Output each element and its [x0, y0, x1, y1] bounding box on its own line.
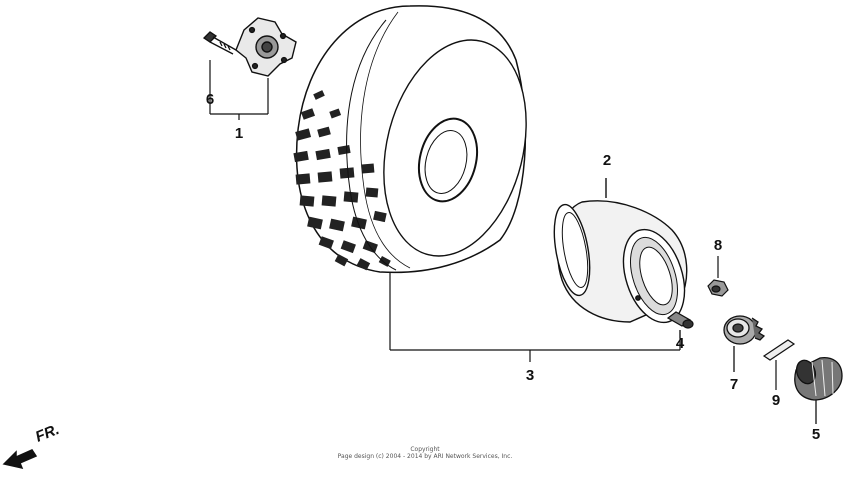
bracket-part-3: [389, 272, 681, 362]
copyright-notice: Page design (c) 2004 - 2014 by ARI Netwo…: [337, 453, 513, 460]
callout-3: 3: [526, 367, 534, 384]
callout-6: 6: [206, 91, 214, 108]
callout-4: 4: [676, 335, 685, 352]
hub-cap-part-7[interactable]: [723, 315, 766, 372]
hub-plate[interactable]: [235, 17, 297, 77]
callout-2: 2: [603, 152, 611, 169]
tire-part-3[interactable]: [293, 5, 547, 274]
front-direction-arrow-icon: [2, 449, 38, 470]
cotter-pin-part-9[interactable]: [762, 339, 796, 390]
callout-7: 7: [730, 376, 738, 393]
copyright-heading: Copyright: [410, 446, 440, 453]
callout-1: 1: [235, 125, 243, 142]
callout-5: 5: [812, 426, 820, 443]
callout-8: 8: [714, 237, 722, 254]
callout-9: 9: [772, 392, 780, 409]
castle-nut-part-5[interactable]: [793, 356, 843, 424]
valve-stem-part-4[interactable]: [666, 311, 694, 338]
bolt-part-6[interactable]: [202, 31, 237, 55]
rim-part-2[interactable]: [548, 178, 695, 330]
nut-part-8[interactable]: [707, 256, 729, 297]
bracket-part-1: [209, 60, 269, 120]
